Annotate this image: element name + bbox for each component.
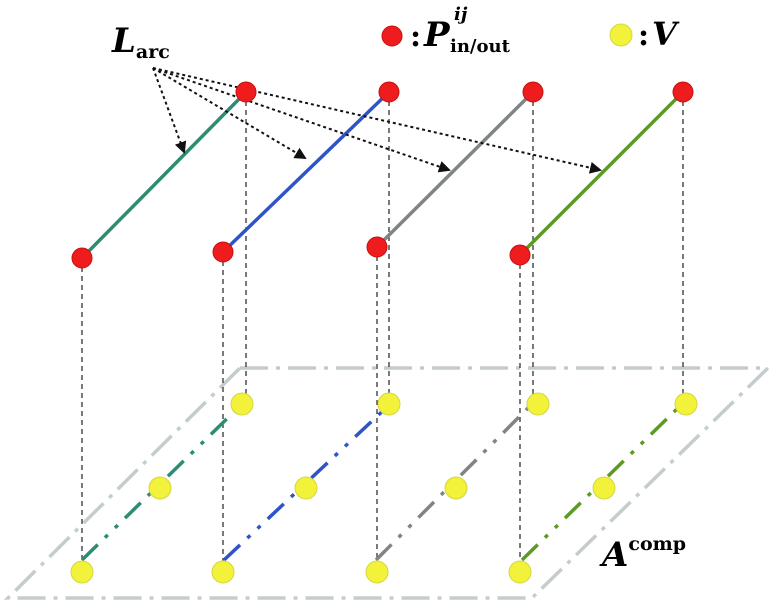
legend-p-superscript: ij bbox=[454, 4, 468, 25]
p-node bbox=[235, 81, 257, 103]
v-node bbox=[377, 392, 401, 416]
acomp-label: Acomp bbox=[599, 533, 686, 575]
larc-arrow-3 bbox=[152, 67, 451, 173]
v-node bbox=[526, 392, 550, 416]
p-node bbox=[522, 81, 544, 103]
arc-1 bbox=[80, 90, 248, 260]
arcs bbox=[80, 90, 685, 260]
v-node bbox=[294, 476, 318, 500]
larc-arrow-2 bbox=[152, 67, 307, 160]
legend-p-swatch bbox=[381, 25, 403, 47]
legend-p-subscript: in/out bbox=[450, 36, 511, 57]
v-node bbox=[508, 560, 532, 584]
legend-p: : P ij in/out bbox=[381, 4, 511, 57]
legend-v-main: V bbox=[652, 15, 680, 53]
v-node bbox=[365, 560, 389, 584]
composition-plane bbox=[3, 366, 773, 600]
arc-3 bbox=[375, 90, 535, 249]
p-node bbox=[212, 241, 234, 263]
legend-p-colon: : bbox=[410, 19, 421, 54]
arc-4 bbox=[518, 90, 685, 257]
larc-label: Larc bbox=[111, 21, 170, 63]
legend-v-swatch bbox=[609, 23, 633, 47]
p-node bbox=[509, 244, 531, 266]
v-node bbox=[230, 392, 254, 416]
plane-outline bbox=[3, 366, 773, 600]
larc-arrow-1 bbox=[152, 67, 187, 154]
larc-main: L bbox=[111, 21, 136, 61]
p-node bbox=[378, 81, 400, 103]
p-node bbox=[366, 236, 388, 258]
projection-lines bbox=[81, 92, 684, 572]
v-node bbox=[592, 476, 616, 500]
p-node bbox=[672, 81, 694, 103]
v-nodes bbox=[70, 392, 698, 584]
projected-arc-4 bbox=[520, 404, 682, 562]
acomp-superscript: comp bbox=[628, 533, 686, 555]
v-node bbox=[674, 392, 698, 416]
v-node bbox=[70, 560, 94, 584]
p-node bbox=[71, 247, 93, 269]
p-nodes bbox=[71, 81, 694, 269]
v-node bbox=[444, 476, 468, 500]
larc-arrows bbox=[152, 67, 602, 174]
legend-v-colon: : bbox=[638, 18, 649, 53]
projected-arc-2 bbox=[222, 404, 390, 562]
projected-arc-1 bbox=[80, 404, 242, 562]
arc-2 bbox=[221, 90, 391, 254]
v-node bbox=[211, 560, 235, 584]
legend-v: : V bbox=[609, 15, 680, 53]
acomp-main: A bbox=[599, 535, 628, 575]
larc-subscript: arc bbox=[136, 41, 170, 63]
legend-p-main: P bbox=[423, 15, 451, 55]
larc-arrow-4 bbox=[152, 67, 602, 174]
projected-arcs bbox=[80, 404, 682, 562]
v-node bbox=[148, 476, 172, 500]
